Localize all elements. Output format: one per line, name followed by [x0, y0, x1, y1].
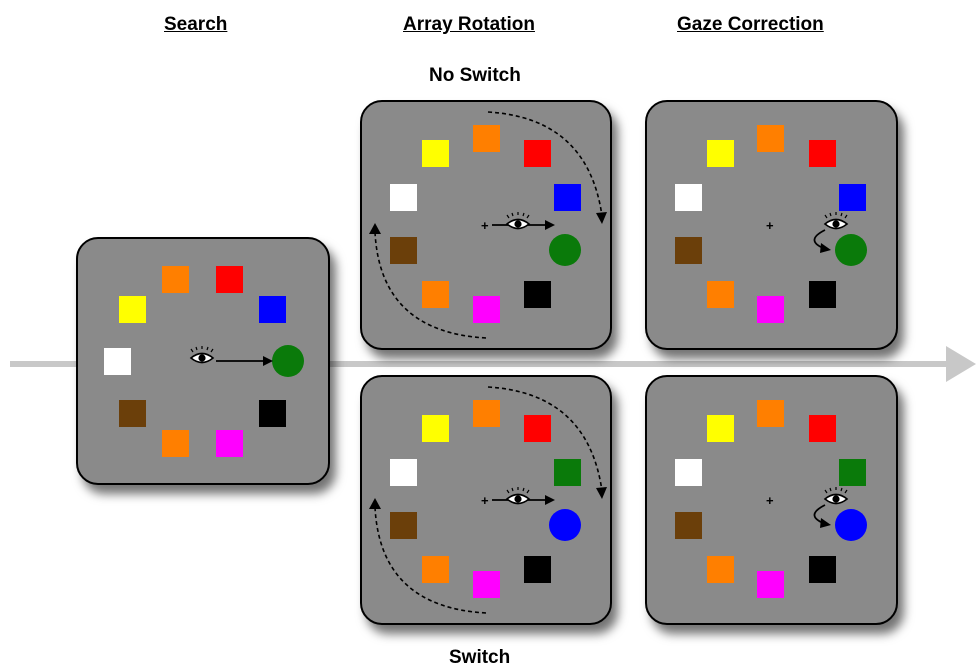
square-blue — [838, 183, 866, 211]
square-magenta — [472, 570, 500, 598]
square-orange — [421, 555, 449, 583]
square-brown — [118, 399, 146, 427]
square-magenta — [215, 429, 243, 457]
dashed-rotation-arrow — [373, 506, 486, 614]
square-orange — [706, 555, 734, 583]
square-orange — [706, 280, 734, 308]
square-white — [674, 183, 702, 211]
square-yellow — [706, 414, 734, 442]
square-orange — [472, 124, 500, 152]
eye-icon — [505, 211, 530, 229]
target-circle-green — [271, 344, 304, 377]
square-orange — [161, 265, 189, 293]
fixation-cross: + — [766, 493, 774, 508]
square-green — [838, 458, 866, 486]
square-black — [523, 280, 551, 308]
square-magenta — [472, 295, 500, 323]
square-blue — [553, 183, 581, 211]
square-yellow — [421, 414, 449, 442]
square-orange — [421, 280, 449, 308]
square-brown — [389, 236, 417, 264]
square-brown — [674, 236, 702, 264]
square-white — [674, 458, 702, 486]
target-circle-blue — [834, 508, 867, 541]
square-white — [103, 347, 131, 375]
square-brown — [389, 511, 417, 539]
square-brown — [674, 511, 702, 539]
square-black — [523, 555, 551, 583]
fixation-cross: + — [481, 218, 489, 233]
square-white — [389, 183, 417, 211]
square-red — [808, 414, 836, 442]
curved-gaze-arrow — [813, 228, 825, 249]
heading-array-rotation: Array Rotation — [403, 14, 535, 35]
square-red — [523, 414, 551, 442]
heading-no-switch: No Switch — [429, 65, 521, 86]
square-green — [553, 458, 581, 486]
square-blue — [258, 295, 286, 323]
target-circle-green — [548, 233, 581, 266]
dashed-rotation-arrow — [487, 385, 603, 491]
panel-gaze-no-switch: + — [645, 100, 898, 350]
curved-gaze-arrow — [813, 503, 825, 524]
square-red — [523, 139, 551, 167]
square-magenta — [756, 570, 784, 598]
square-orange — [756, 399, 784, 427]
heading-gaze-correction: Gaze Correction — [677, 14, 824, 35]
eye-icon — [505, 486, 530, 504]
square-yellow — [421, 139, 449, 167]
square-orange — [756, 124, 784, 152]
square-yellow — [706, 139, 734, 167]
square-yellow — [118, 295, 146, 323]
fixation-cross: + — [481, 493, 489, 508]
heading-switch: Switch — [449, 647, 511, 668]
square-orange — [472, 399, 500, 427]
square-red — [215, 265, 243, 293]
dashed-rotation-arrow — [487, 110, 603, 216]
eye-icon — [189, 345, 214, 363]
square-black — [808, 280, 836, 308]
panel-search — [76, 237, 330, 485]
square-red — [808, 139, 836, 167]
square-white — [389, 458, 417, 486]
target-circle-green — [834, 233, 867, 266]
dashed-rotation-arrow — [373, 231, 486, 339]
square-magenta — [756, 295, 784, 323]
panel-gaze-switch: + — [645, 375, 898, 625]
square-black — [808, 555, 836, 583]
eye-icon — [823, 211, 848, 229]
target-circle-blue — [548, 508, 581, 541]
square-orange — [161, 429, 189, 457]
square-black — [258, 399, 286, 427]
arrow-icon — [215, 355, 273, 366]
eye-icon — [823, 486, 848, 504]
panel-rotation-no-switch: + — [360, 100, 612, 350]
heading-search: Search — [164, 14, 228, 35]
fixation-cross: + — [766, 218, 774, 233]
panel-rotation-switch: + — [360, 375, 612, 625]
